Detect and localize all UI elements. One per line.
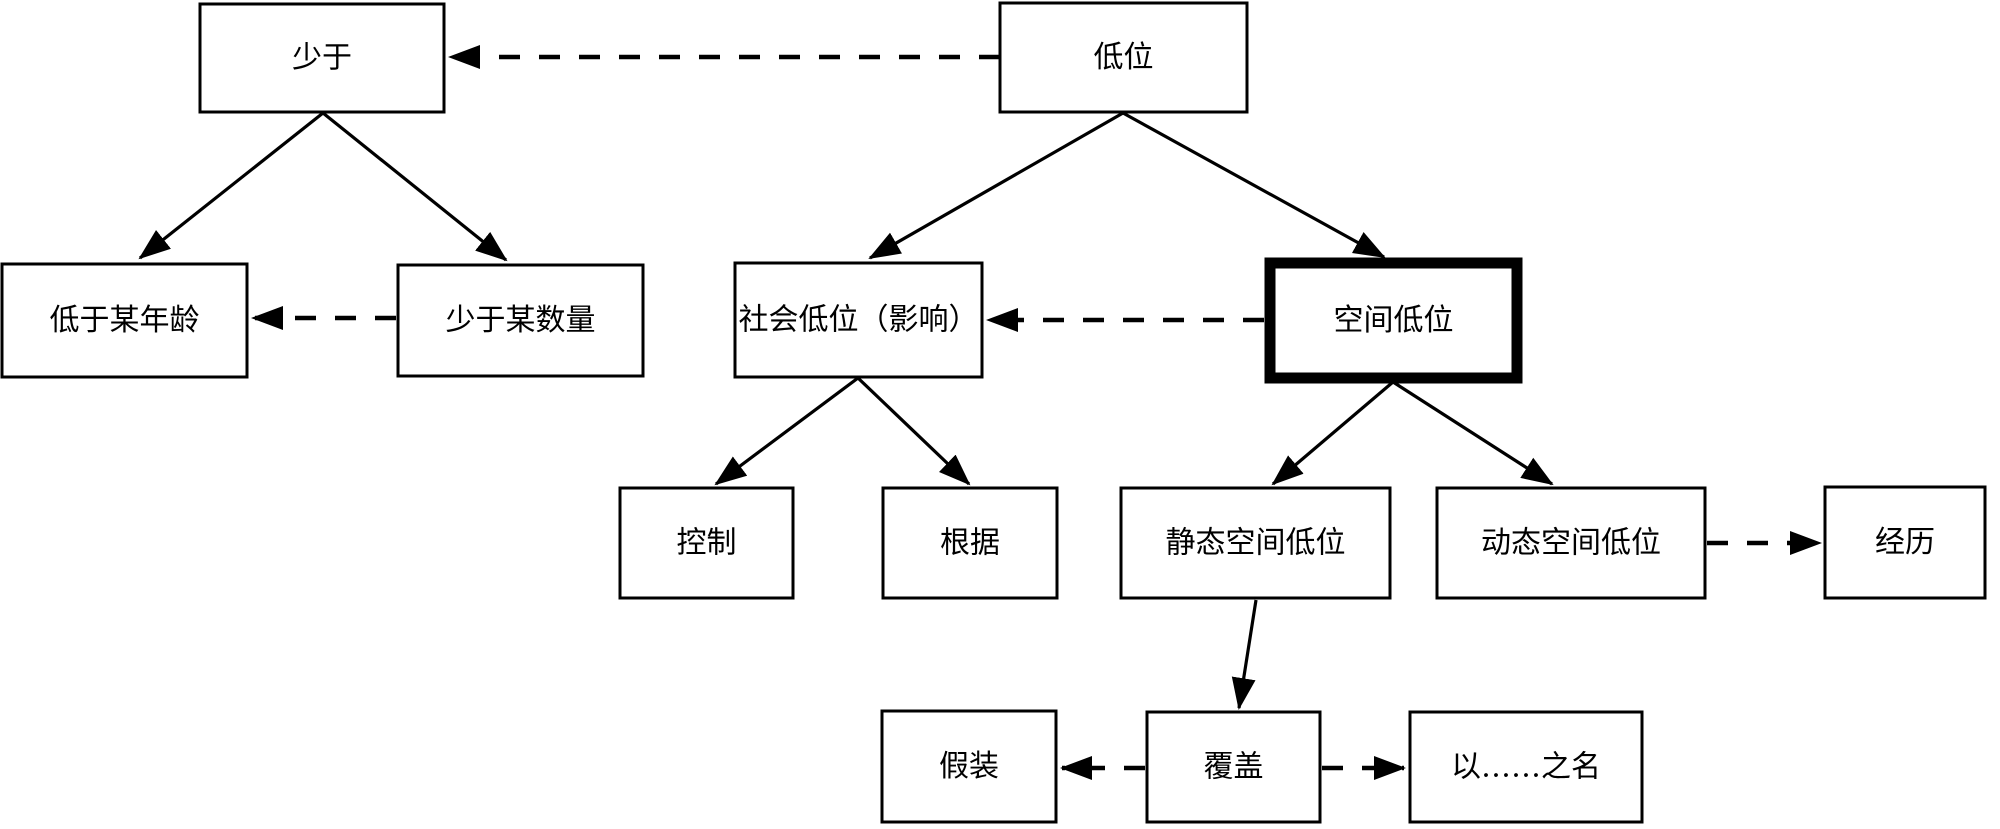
node-jingli: 经历: [1823, 485, 1987, 600]
node-kongjian_diwei-label: 空间低位: [1334, 303, 1454, 338]
node-genju-label: 根据: [940, 526, 1000, 561]
node-fugai-box: [1145, 710, 1322, 824]
node-diyu_nianling-label: 低于某年龄: [50, 303, 200, 338]
node-jingtai_kongjian-label: 静态空间低位: [1166, 526, 1346, 561]
node-jingtai_kongjian-box: [1119, 486, 1392, 600]
node-yizhiming: 以……之名: [1408, 710, 1644, 824]
node-diyu_nianling-box: [0, 262, 249, 379]
node-jiazhuang-label: 假装: [939, 749, 999, 784]
edge-diwei-to-kongjian_diwei-solid-arrow: [1122, 111, 1386, 259]
node-kongzhi-box: [618, 486, 795, 600]
edge-diwei-to-shehui_diwei-solid-arrow: [868, 111, 1124, 260]
node-diwei: 低位: [998, 1, 1249, 114]
node-diyu_nianling: 低于某年龄: [0, 262, 249, 379]
node-shaoyu-label: 少于: [292, 41, 352, 76]
node-shaoyu-box: [198, 2, 446, 114]
node-jiazhuang: 假装: [880, 709, 1058, 824]
node-kongzhi: 控制: [618, 486, 795, 600]
node-shehui_diwei-box: [733, 261, 984, 379]
node-kongjian_diwei-box: [1264, 257, 1523, 384]
node-shehui_diwei-label: 社会低位（影响）: [739, 303, 979, 338]
edge-kongjian_diwei-to-dongtai_kongjian-solid-arrow: [1392, 380, 1554, 486]
node-diwei-label: 低位: [1094, 40, 1154, 75]
node-dongtai_kongjian-box: [1435, 486, 1707, 600]
node-genju: 根据: [881, 486, 1059, 600]
node-diwei-box: [998, 1, 1249, 114]
edge-jingtai_kongjian-to-fugai-solid-arrow: [1231, 599, 1258, 710]
edge-shaoyu-to-shaoyu_shuliang-solid-arrow: [321, 111, 508, 262]
node-jingtai_kongjian: 静态空间低位: [1119, 486, 1392, 600]
node-shaoyu_shuliang: 少于某数量: [396, 263, 645, 378]
node-jingli-label: 经历: [1875, 525, 1935, 560]
node-genju-box: [881, 486, 1059, 600]
node-yizhiming-label: 以……之名: [1451, 750, 1601, 785]
edge-shaoyu-to-diyu_nianling-solid-arrow: [138, 111, 324, 260]
node-kongzhi-label: 控制: [677, 526, 737, 561]
node-shehui_diwei: 社会低位（影响）: [733, 261, 984, 379]
node-fugai-label: 覆盖: [1204, 750, 1264, 785]
node-fugai: 覆盖: [1145, 710, 1322, 824]
edge-shehui_diwei-to-genju-solid-arrow: [856, 376, 971, 486]
edges-layer: [138, 45, 1822, 780]
node-dongtai_kongjian: 动态空间低位: [1435, 486, 1707, 600]
node-shaoyu: 少于: [198, 2, 446, 114]
node-jiazhuang-box: [880, 709, 1058, 824]
node-dongtai_kongjian-label: 动态空间低位: [1481, 526, 1661, 561]
node-jingli-box: [1823, 485, 1987, 600]
node-kongjian_diwei: 空间低位: [1264, 257, 1523, 384]
node-shaoyu_shuliang-label: 少于某数量: [446, 303, 596, 338]
node-yizhiming-box: [1408, 710, 1644, 824]
node-shaoyu_shuliang-box: [396, 263, 645, 378]
edge-kongjian_diwei-to-jingtai_kongjian-solid-arrow: [1271, 380, 1395, 486]
edge-shehui_diwei-to-kongzhi-solid-arrow: [714, 376, 859, 486]
